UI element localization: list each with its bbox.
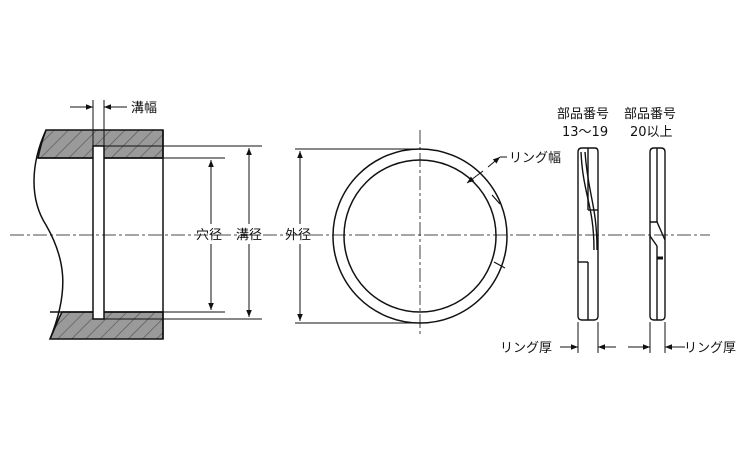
thickness-dimension-a (560, 322, 616, 353)
part-a-range: 13～19 (562, 125, 608, 140)
side-view-b (649, 147, 666, 321)
ring-thickness-label-left: リング厚 (500, 341, 552, 356)
hole-diameter-label: 穴径 (196, 228, 222, 243)
outer-diameter-label: 外径 (285, 228, 311, 243)
thickness-dimension-b (628, 322, 685, 353)
ring-in-groove (92, 145, 105, 320)
part-b-title: 部品番号 (624, 107, 676, 122)
housing-section (33, 100, 164, 340)
ring-width-label: リング幅 (509, 151, 561, 166)
left-dimensions (104, 145, 262, 320)
groove-width-label: 溝幅 (131, 101, 157, 116)
break-line (33, 129, 64, 340)
ring-thickness-label-right: リング厚 (684, 341, 736, 356)
lower-wall-hatch (48, 311, 164, 340)
part-a-title: 部品番号 (557, 107, 609, 122)
part-b-range: 20以上 (630, 125, 673, 140)
groove-diameter-label: 溝径 (236, 228, 262, 243)
side-view-a (577, 147, 599, 321)
